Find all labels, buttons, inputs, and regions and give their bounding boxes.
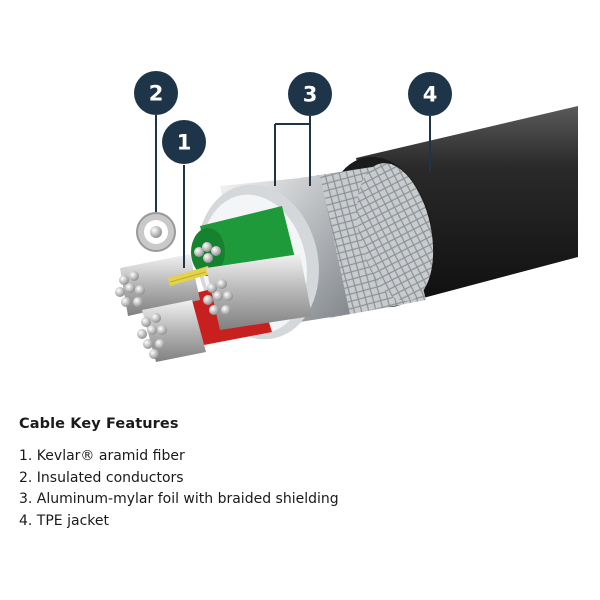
- right-strand-bundle: [203, 254, 312, 330]
- drain-wire-bundle: [115, 254, 200, 316]
- cable-key-features: Cable Key Features 1. Kevlar® aramid fib…: [19, 416, 579, 532]
- feature-item: 3. Aluminum-mylar foil with braided shie…: [19, 491, 339, 507]
- leader-lines: [155, 115, 431, 268]
- feature-item: 1. Kevlar® aramid fiber: [19, 448, 185, 464]
- callout-4: 4: [408, 72, 452, 116]
- svg-text:2: 2: [149, 82, 164, 106]
- svg-text:4: 4: [423, 83, 438, 107]
- leader-line-3: [274, 116, 311, 186]
- bottom-strand-bundle: [137, 300, 206, 362]
- callout-2: 2: [134, 71, 178, 115]
- features-list: 1. Kevlar® aramid fiber 2. Insulated con…: [19, 446, 579, 532]
- kevlar-fiber: [168, 266, 210, 286]
- callout-1: 1: [162, 120, 206, 164]
- callout-3: 3: [288, 72, 332, 116]
- feature-item: 4. TPE jacket: [19, 512, 109, 529]
- features-title: Cable Key Features: [19, 416, 179, 432]
- small-conductor-ring: [136, 212, 176, 252]
- feature-item: 2. Insulated conductors: [19, 469, 184, 486]
- svg-text:1: 1: [177, 131, 192, 155]
- svg-text:3: 3: [303, 83, 318, 107]
